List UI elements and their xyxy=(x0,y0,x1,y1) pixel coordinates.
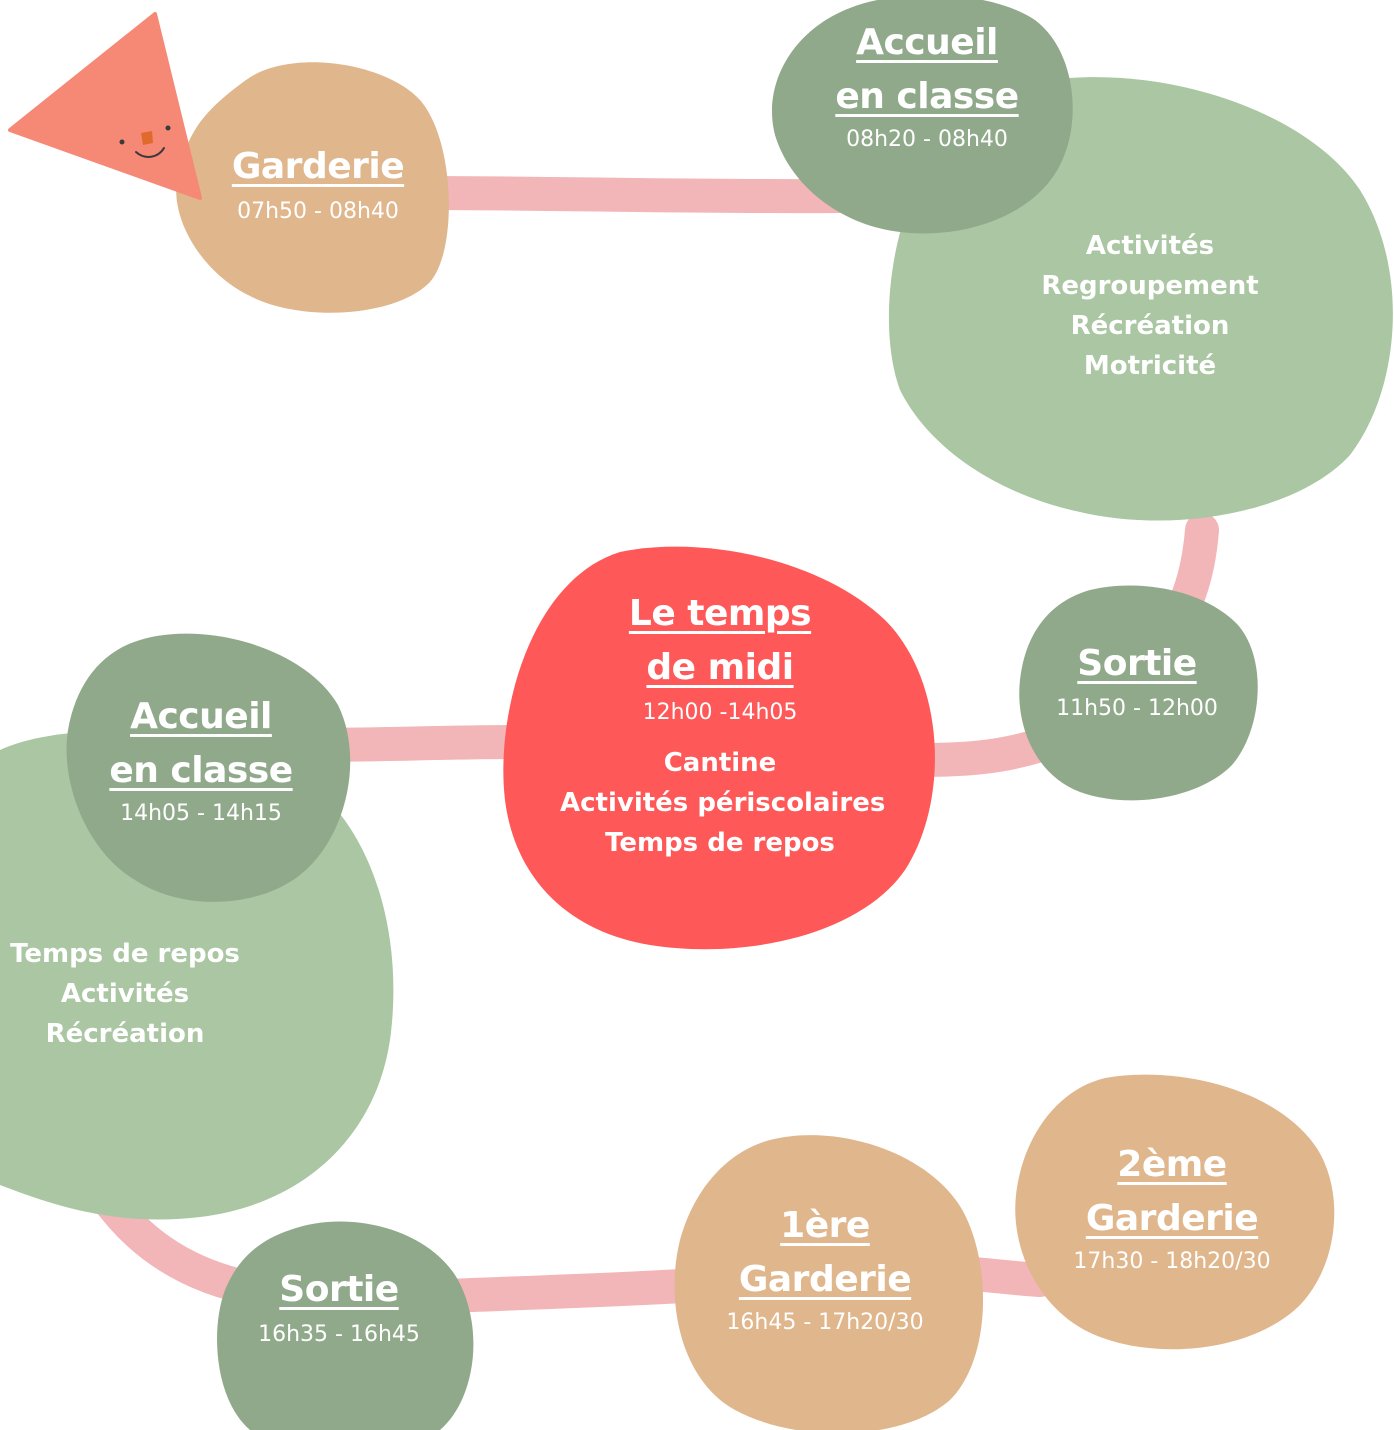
sortie-matin-label: Sortie 11h50 - 12h00 xyxy=(1017,637,1257,723)
garderie-2-title-line-2: Garderie xyxy=(1085,1198,1259,1239)
apres-midi-activite-2: Activités xyxy=(60,979,190,1009)
apres-midi-activites-list: Temps de repos Activités Récréation xyxy=(0,934,250,1054)
sortie-matin-time: 11h50 - 12h00 xyxy=(1056,696,1218,721)
midi-title-line-1: Le temps xyxy=(628,593,812,634)
midi-label: Le temps de midi 12h00 -14h05 Cantine Ac… xyxy=(560,587,886,863)
smiling-triangle-icon xyxy=(8,12,202,200)
midi-activite-3: Temps de repos xyxy=(605,828,835,858)
sortie-soir-time: 16h35 - 16h45 xyxy=(258,1322,420,1347)
accueil-apres-midi-title-line-2: en classe xyxy=(109,750,293,791)
midi-activites-list: Cantine Activités périscolaires Temps de… xyxy=(560,743,886,863)
accueil-apres-midi-blob xyxy=(66,633,351,902)
matin-activite-1: Activités xyxy=(1085,231,1215,261)
garderie-1-blob xyxy=(674,1135,983,1430)
sortie-soir-title: Sortie xyxy=(279,1269,399,1310)
garderie-matin-title: Garderie xyxy=(231,146,405,187)
garderie-1-title-line-1: 1ère xyxy=(780,1205,870,1246)
midi-time: 12h00 -14h05 xyxy=(642,700,798,725)
sortie-matin-blob xyxy=(1019,585,1258,801)
garderie-2-title-line-1: 2ème xyxy=(1117,1144,1227,1185)
apres-midi-activite-3: Récréation xyxy=(45,1019,205,1049)
midi-activite-2: Activités périscolaires xyxy=(560,788,886,818)
garderie-matin-blob xyxy=(176,62,449,313)
matin-activite-3: Récréation xyxy=(1070,311,1230,341)
midi-blob xyxy=(503,546,935,950)
accueil-matin-blob xyxy=(772,0,1073,234)
sortie-matin-title: Sortie xyxy=(1077,643,1197,684)
garderie-matin-time: 07h50 - 08h40 xyxy=(237,199,399,224)
sortie-soir-label: Sortie 16h35 - 16h45 xyxy=(219,1263,459,1349)
accueil-apres-midi-title-line-1: Accueil xyxy=(130,696,272,737)
matin-activite-4: Motricité xyxy=(1083,351,1217,381)
path-garderie-to-accueil xyxy=(403,176,857,214)
midi-activite-1: Cantine xyxy=(663,748,777,778)
accueil-matin-time: 08h20 - 08h40 xyxy=(846,127,1008,152)
garderie-matin-label: Garderie 07h50 - 08h40 xyxy=(198,140,438,226)
sortie-soir-blob xyxy=(217,1221,474,1430)
garderie-1-title-line-2: Garderie xyxy=(738,1259,912,1300)
garderie-2-time: 17h30 - 18h20/30 xyxy=(1073,1249,1271,1274)
garderie-2-label: 2ème Garderie 17h30 - 18h20/30 xyxy=(1042,1138,1302,1276)
apres-midi-activite-1: Temps de repos xyxy=(10,939,240,969)
matin-activite-2: Regroupement xyxy=(1041,271,1259,301)
accueil-apres-midi-time: 14h05 - 14h15 xyxy=(120,801,282,826)
garderie-2-blob xyxy=(1015,1074,1335,1350)
midi-title-line-2: de midi xyxy=(646,647,794,688)
garderie-1-time: 16h45 - 17h20/30 xyxy=(726,1310,924,1335)
matin-activites-list: Activités Regroupement Récréation Motric… xyxy=(1000,226,1300,386)
accueil-matin-label: Accueil en classe 08h20 - 08h40 xyxy=(797,16,1057,154)
accueil-matin-title-line-2: en classe xyxy=(835,76,1019,117)
accueil-matin-title-line-1: Accueil xyxy=(856,22,998,63)
garderie-1-label: 1ère Garderie 16h45 - 17h20/30 xyxy=(695,1199,955,1337)
path-sortie-to-midi xyxy=(903,728,1057,777)
accueil-apres-midi-label: Accueil en classe 14h05 - 14h15 xyxy=(71,690,331,828)
